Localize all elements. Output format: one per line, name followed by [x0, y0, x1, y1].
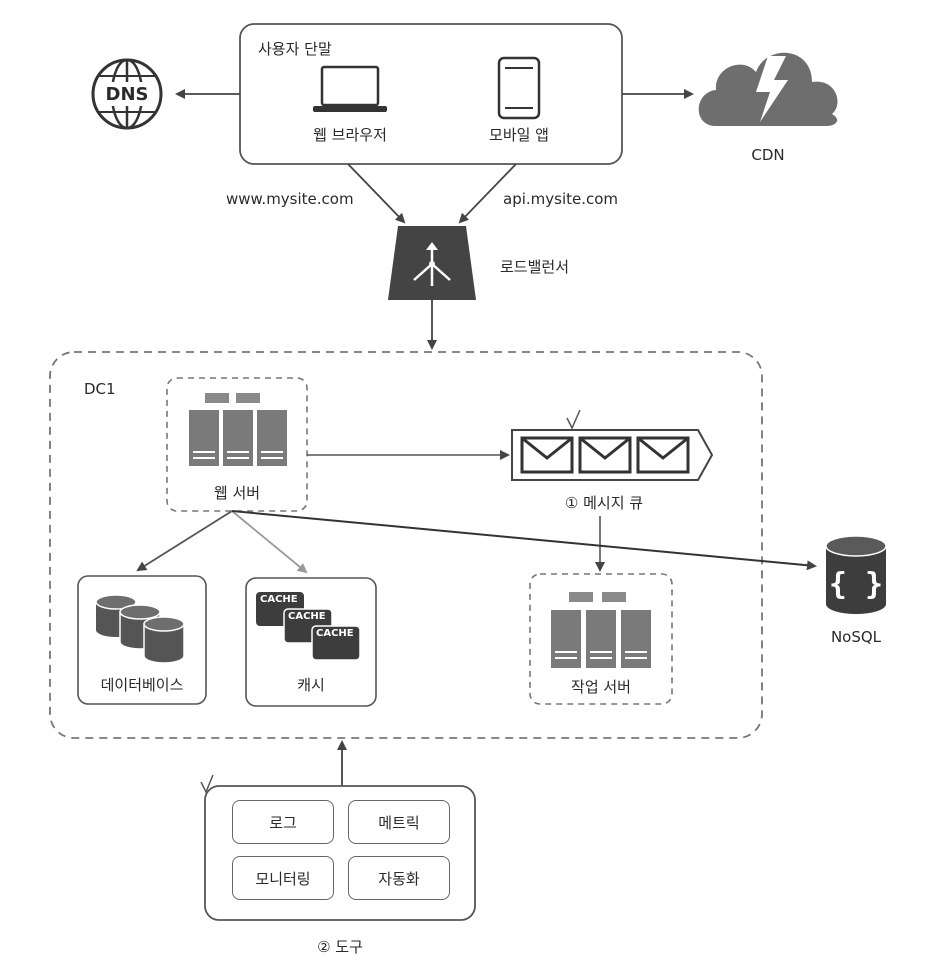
tool-monitoring: 모니터링 [232, 856, 334, 900]
load-balancer-label: 로드밸런서 [500, 258, 570, 276]
dc1-label: DC1 [84, 380, 116, 398]
cdn-label: CDN [751, 146, 785, 164]
arrow-web-to-nosql [231, 510, 817, 571]
cache-label: 캐시 [297, 676, 325, 694]
tool-log: 로그 [232, 800, 334, 844]
tools-box [204, 785, 476, 921]
arrow-api [458, 163, 517, 224]
globe-icon [91, 58, 163, 130]
nosql-icon: { } [825, 535, 887, 614]
dc1-container [49, 351, 763, 739]
tool-automation: 자동화 [348, 856, 450, 900]
www-domain-label: www.mysite.com [226, 190, 354, 208]
load-balancer-icon [388, 226, 476, 300]
arrow-web-to-cache [231, 510, 308, 574]
web-browser-label: 웹 브라우저 [313, 126, 387, 144]
cloud-icon [698, 52, 838, 126]
dns-label: DNS [105, 84, 149, 105]
database-box [77, 575, 207, 705]
server-rack-icon [189, 393, 287, 466]
message-queue-icon [511, 409, 714, 481]
envelope-icon [520, 436, 574, 474]
envelope-icon [636, 436, 690, 474]
api-domain-label: api.mysite.com [503, 190, 619, 208]
client-group-title: 사용자 단말 [258, 40, 332, 58]
worker-label: 작업 서버 [571, 678, 631, 696]
tool-metrics: 메트릭 [348, 800, 450, 844]
mobile-icon [497, 56, 541, 120]
arrow-www [347, 163, 406, 224]
cache-tag-2: CACHE [288, 611, 326, 622]
cache-tag-3: CACHE [316, 628, 354, 639]
arrow-web-to-db [136, 510, 233, 572]
tools-caption: ② 도구 [317, 938, 363, 956]
message-queue-label: ① 메시지 큐 [564, 494, 644, 512]
web-server-label: 웹 서버 [213, 484, 261, 502]
server-rack-icon [551, 592, 651, 668]
svg-text:{ }: { } [829, 567, 883, 602]
database-label: 데이터베이스 [100, 676, 184, 694]
cache-icon [256, 592, 361, 661]
cache-box [245, 577, 377, 707]
nosql-label: NoSQL [830, 628, 882, 646]
envelope-icon [578, 436, 632, 474]
database-icon [95, 594, 185, 664]
cache-tag-1: CACHE [260, 594, 298, 605]
mobile-app-label: 모바일 앱 [489, 126, 549, 144]
worker-box [529, 573, 673, 705]
laptop-icon [313, 65, 387, 112]
